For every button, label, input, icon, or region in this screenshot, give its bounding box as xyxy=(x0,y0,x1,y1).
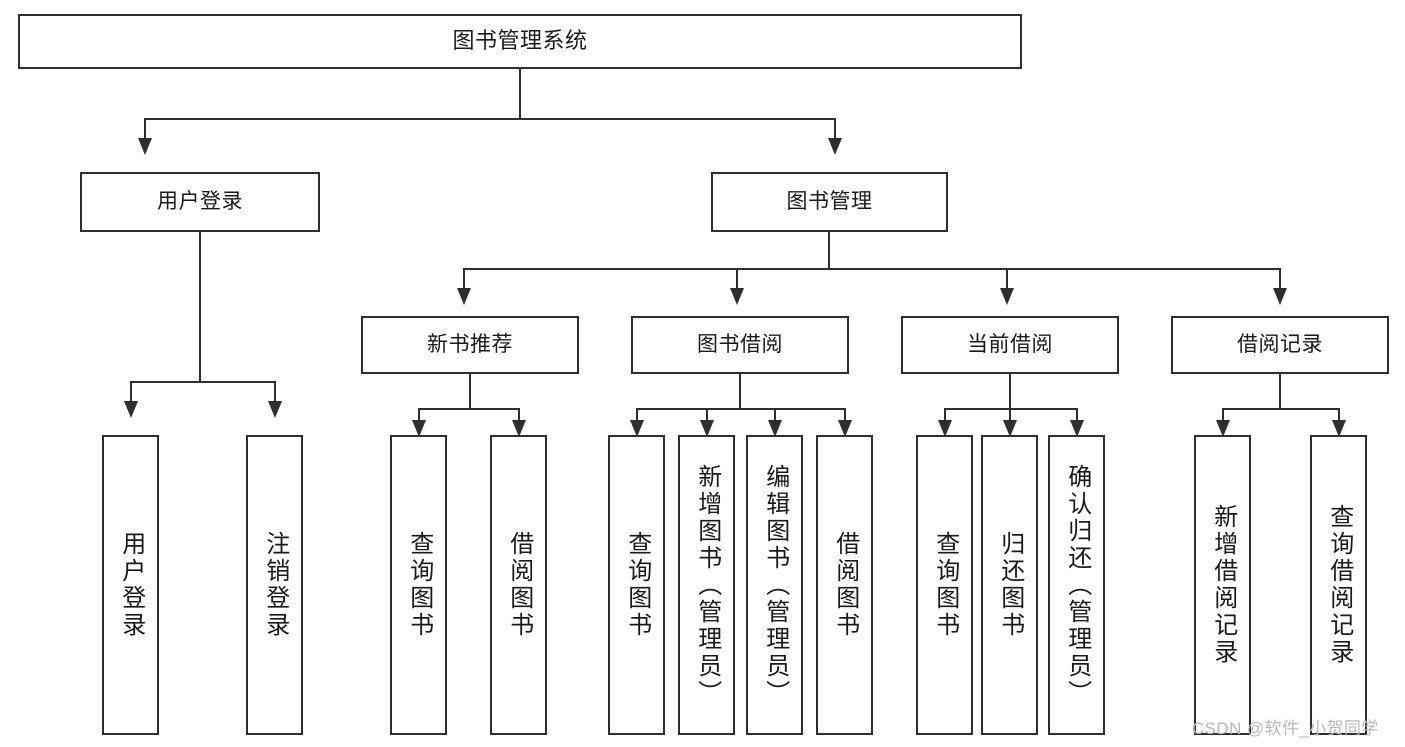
connector-root-leg-right xyxy=(834,118,836,140)
node-current-borrow[interactable]: 当前借阅 xyxy=(901,316,1119,374)
connector-bb-leg-1 xyxy=(636,408,638,424)
node-book-borrow[interactable]: 图书借阅 xyxy=(631,316,849,374)
connector-user-login-leg-1 xyxy=(130,381,132,403)
node-label: 图书管理 xyxy=(786,190,873,214)
node-label: 新书推荐 xyxy=(427,333,513,357)
node-label: 编辑图书（管理员） xyxy=(761,463,789,707)
connector-nbr-leg-2 xyxy=(518,408,520,424)
csdn-watermark: CSDN @软件_小贺同学 xyxy=(1192,719,1379,738)
connector-cb-stem xyxy=(1009,374,1011,409)
node-label: 查询图书 xyxy=(405,531,433,639)
node-book-management[interactable]: 图书管理 xyxy=(711,172,948,232)
arrow-to-leaf-borrow-book-1 xyxy=(512,420,526,437)
connector-root-bar xyxy=(144,118,836,120)
arrow-to-borrow-record xyxy=(1273,288,1287,305)
connector-nbr-bar xyxy=(418,408,520,410)
leaf-edit-book[interactable]: 编辑图书（管理员） xyxy=(746,435,803,735)
arrow-to-leaf-add-book xyxy=(700,420,714,437)
connector-bm-leg-2 xyxy=(736,268,738,290)
connector-bb-leg-2 xyxy=(706,408,708,424)
connector-cb-bar xyxy=(944,408,1078,410)
node-label: 新增借阅记录 xyxy=(1209,504,1237,666)
arrow-to-leaf-borrow-book-2 xyxy=(838,420,852,437)
arrow-to-leaf-return-book xyxy=(1003,420,1017,437)
node-label: 借阅图书 xyxy=(505,531,533,639)
arrow-to-book-management xyxy=(828,138,842,155)
arrow-to-leaf-query-record xyxy=(1332,420,1346,437)
connector-cb-leg-3 xyxy=(1076,408,1078,424)
node-borrow-record[interactable]: 借阅记录 xyxy=(1171,316,1389,374)
leaf-add-record[interactable]: 新增借阅记录 xyxy=(1194,435,1251,735)
arrow-to-new-book-recommend xyxy=(457,288,471,305)
arrow-to-leaf-query-book-2 xyxy=(630,420,644,437)
node-user-login[interactable]: 用户登录 xyxy=(80,172,320,232)
connector-br-bar xyxy=(1222,408,1340,410)
connector-nbr-leg-1 xyxy=(418,408,420,424)
arrow-to-book-borrow xyxy=(730,288,744,305)
node-label: 用户登录 xyxy=(117,531,145,639)
node-label: 当前借阅 xyxy=(967,333,1053,357)
connector-root-leg-left xyxy=(144,118,146,140)
node-label: 借阅记录 xyxy=(1237,333,1323,357)
connector-br-leg-2 xyxy=(1338,408,1340,424)
connector-user-login-leg-2 xyxy=(274,381,276,403)
leaf-borrow-book-2[interactable]: 借阅图书 xyxy=(816,435,873,735)
leaf-confirm-return[interactable]: 确认归还（管理员） xyxy=(1048,435,1105,735)
connector-bm-leg-3 xyxy=(1006,268,1008,290)
leaf-user-login[interactable]: 用户登录 xyxy=(102,435,159,735)
connector-bb-leg-4 xyxy=(844,408,846,424)
leaf-return-book[interactable]: 归还图书 xyxy=(981,435,1038,735)
node-label: 确认归还（管理员） xyxy=(1063,463,1091,707)
node-label: 图书借阅 xyxy=(697,333,783,357)
connector-user-login-stem xyxy=(199,232,201,382)
connector-bm-leg-4 xyxy=(1279,268,1281,290)
arrow-to-leaf-user-login xyxy=(124,401,138,418)
node-new-book-recommend[interactable]: 新书推荐 xyxy=(361,316,579,374)
node-root-system[interactable]: 图书管理系统 xyxy=(18,14,1022,69)
node-label: 图书管理系统 xyxy=(452,28,588,54)
node-label: 新增图书（管理员） xyxy=(693,463,721,707)
leaf-query-book-2[interactable]: 查询图书 xyxy=(608,435,665,735)
connector-nbr-stem xyxy=(469,374,471,409)
connector-root-stem xyxy=(519,69,521,119)
connector-cb-leg-1 xyxy=(944,408,946,424)
arrow-to-leaf-query-book-3 xyxy=(938,420,952,437)
leaf-borrow-book-1[interactable]: 借阅图书 xyxy=(490,435,547,735)
connector-br-stem xyxy=(1279,374,1281,409)
arrow-to-user-login xyxy=(138,138,152,155)
connector-bm-leg-1 xyxy=(463,268,465,290)
leaf-add-book[interactable]: 新增图书（管理员） xyxy=(678,435,735,735)
connector-bb-bar xyxy=(636,408,846,410)
node-label: 归还图书 xyxy=(996,531,1024,639)
node-label: 查询借阅记录 xyxy=(1325,504,1353,666)
connector-bb-stem xyxy=(739,374,741,409)
arrow-to-current-borrow xyxy=(1000,288,1014,305)
leaf-logout-login[interactable]: 注销登录 xyxy=(246,435,303,735)
node-label: 查询图书 xyxy=(931,531,959,639)
connector-book-management-stem xyxy=(828,232,830,269)
node-label: 查询图书 xyxy=(623,531,651,639)
leaf-query-book-1[interactable]: 查询图书 xyxy=(390,435,447,735)
connector-cb-leg-2 xyxy=(1009,408,1011,424)
connector-bb-leg-3 xyxy=(774,408,776,424)
leaf-query-record[interactable]: 查询借阅记录 xyxy=(1310,435,1367,735)
connector-br-leg-1 xyxy=(1222,408,1224,424)
connector-book-management-bar xyxy=(463,268,1281,270)
arrow-to-leaf-add-record xyxy=(1216,420,1230,437)
arrow-to-leaf-logout-login xyxy=(268,401,282,418)
node-label: 用户登录 xyxy=(157,190,243,214)
connector-user-login-bar xyxy=(130,381,276,383)
node-label: 注销登录 xyxy=(261,531,289,639)
arrow-to-leaf-edit-book xyxy=(768,420,782,437)
arrow-to-leaf-confirm-return xyxy=(1070,420,1084,437)
node-label: 借阅图书 xyxy=(831,531,859,639)
leaf-query-book-3[interactable]: 查询图书 xyxy=(916,435,973,735)
arrow-to-leaf-query-book-1 xyxy=(412,420,426,437)
